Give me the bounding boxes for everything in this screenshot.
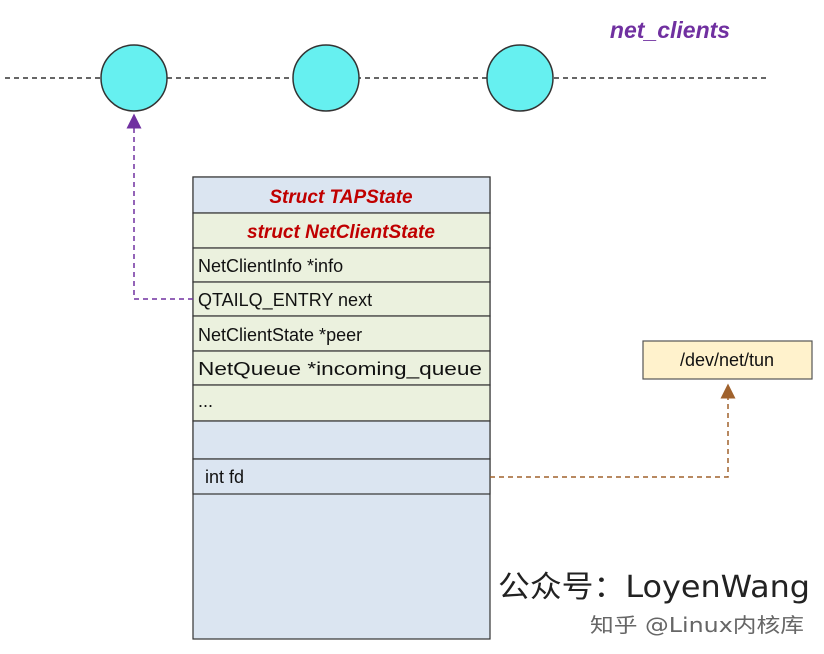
field-info: NetClientInfo *info xyxy=(198,256,343,276)
field-row-incoming-queue xyxy=(192,350,491,386)
field-incoming-queue: NetQueue *incoming_queue xyxy=(198,359,482,380)
field-row-info xyxy=(192,247,491,283)
fd-link-arrow xyxy=(490,383,736,478)
field-fd: int fd xyxy=(205,467,244,487)
next-link-arrow xyxy=(126,113,193,300)
field-row-peer xyxy=(192,315,491,352)
watermark-zhihu: 知乎 @Linux内核库 xyxy=(590,613,804,637)
device-label: /dev/net/tun xyxy=(680,350,774,370)
field-row-fd xyxy=(192,458,491,495)
device-box xyxy=(642,340,813,380)
net-clients-label: net_clients xyxy=(610,17,730,43)
field-next: QTAILQ_ENTRY next xyxy=(198,290,372,311)
list-node-3 xyxy=(486,44,554,112)
empty-row xyxy=(192,420,491,460)
list-node-2 xyxy=(292,44,360,112)
field-row-next xyxy=(192,281,491,317)
field-ellipsis: ... xyxy=(198,391,213,411)
tapstate-title-row xyxy=(192,176,491,214)
watermark-wechat: 公众号：LoyenWang xyxy=(498,570,810,605)
netclientstate-title: struct NetClientState xyxy=(247,222,435,243)
field-row-ellipsis xyxy=(192,384,491,422)
list-node-1 xyxy=(100,44,168,112)
field-peer: NetClientState *peer xyxy=(198,325,362,345)
tapstate-title: Struct TAPState xyxy=(269,187,413,208)
